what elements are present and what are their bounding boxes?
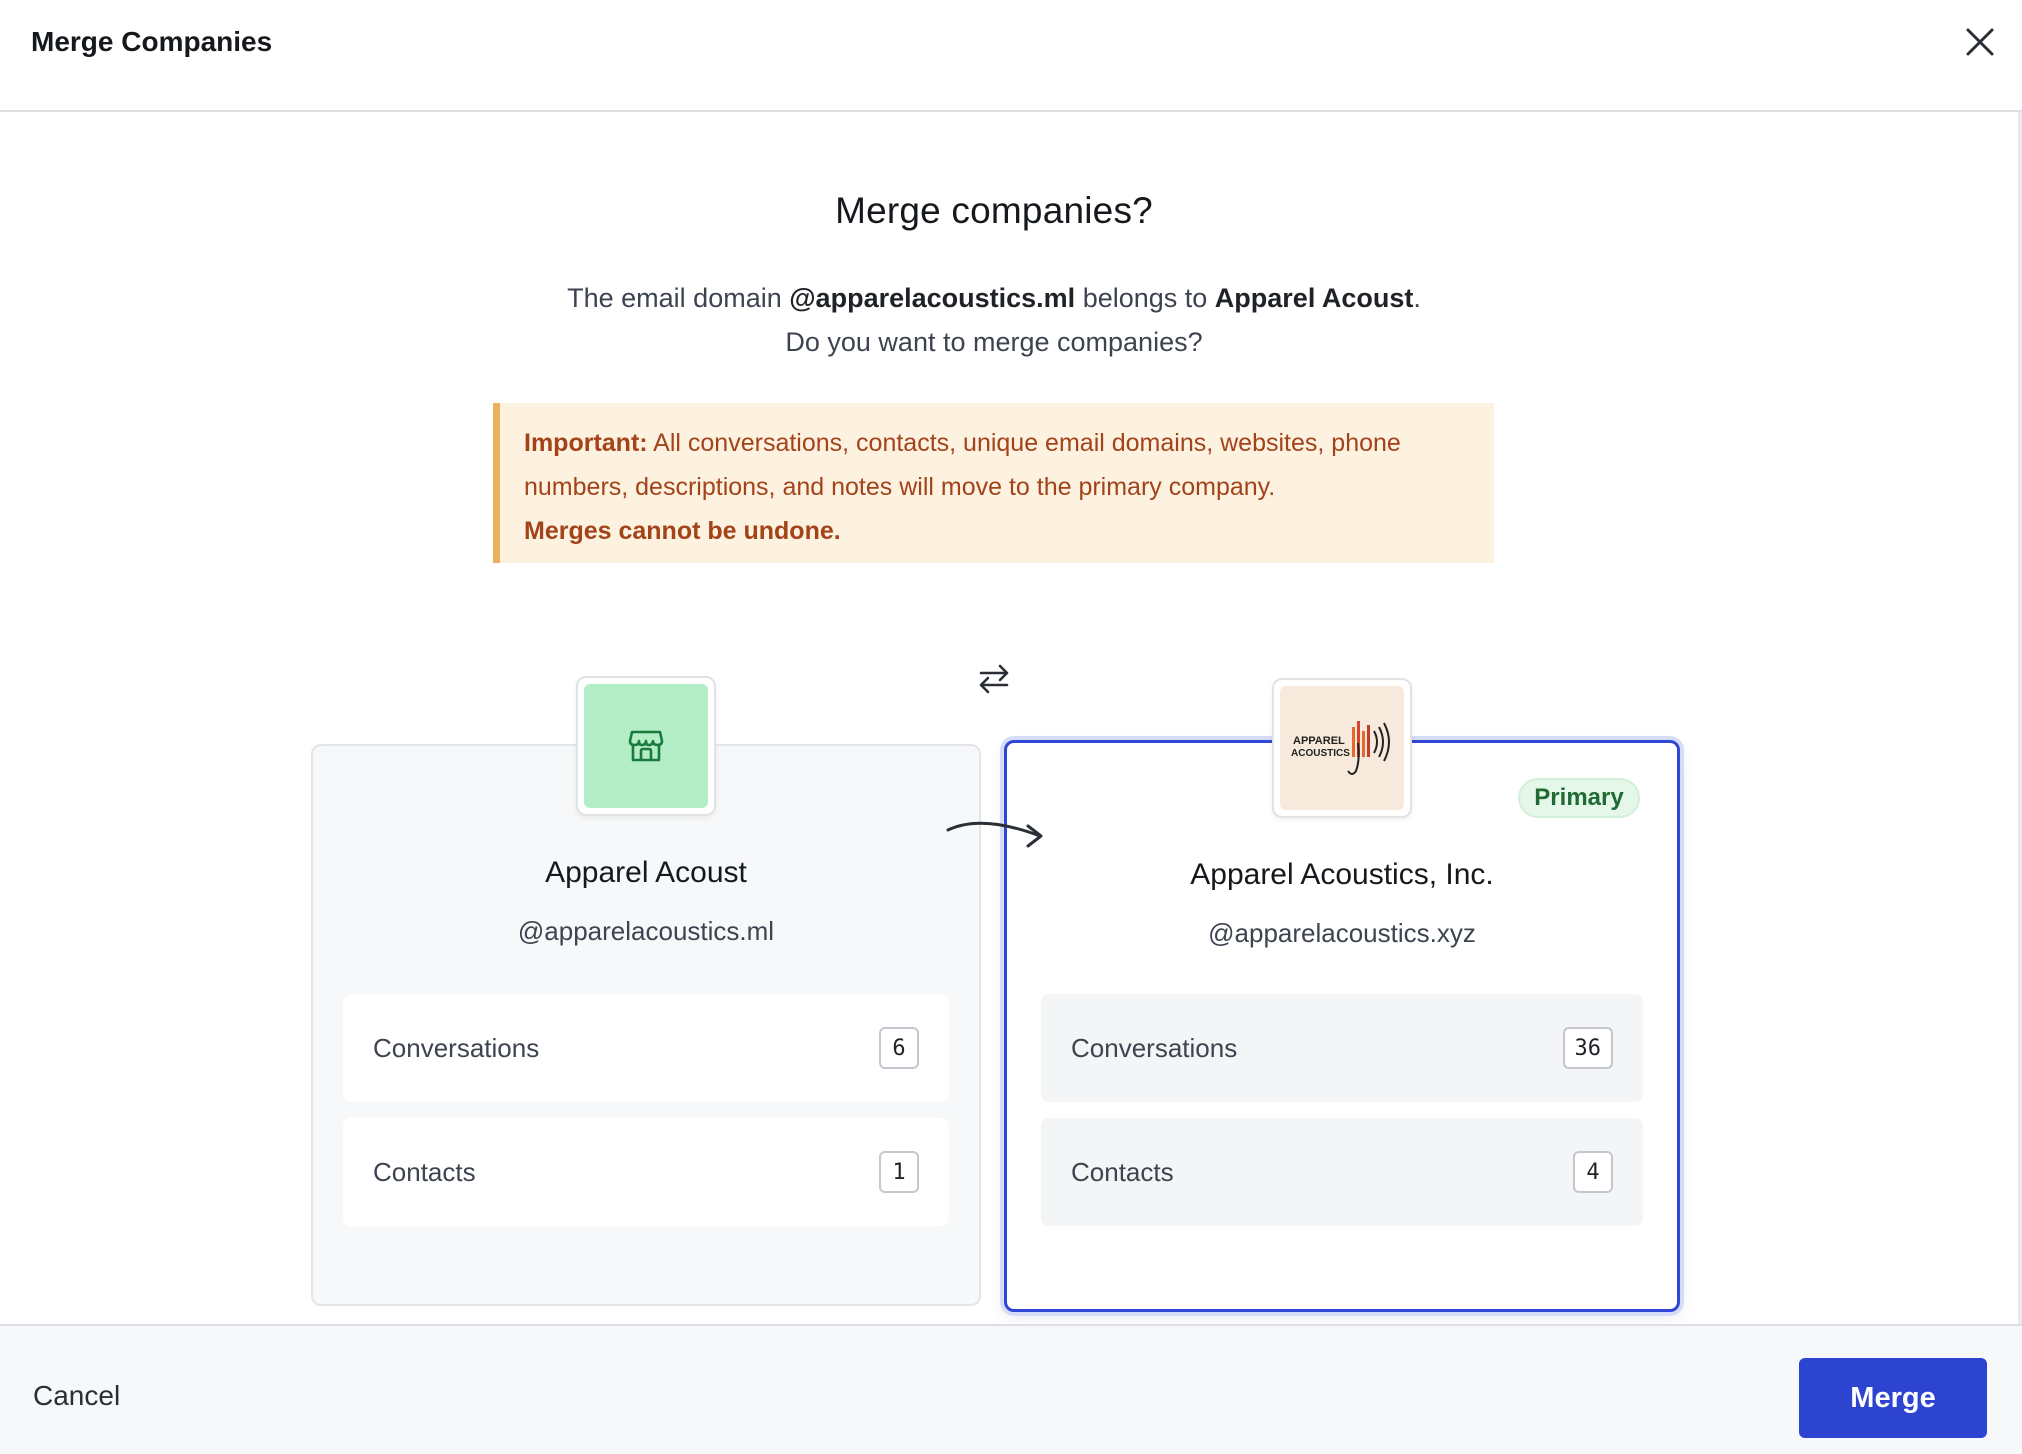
company-name: Apparel Acoust [545, 856, 747, 889]
description-middle: belongs to [1075, 283, 1215, 313]
close-button[interactable] [1960, 22, 2000, 62]
merge-direction-arrow-icon [946, 821, 1043, 848]
description-suffix: . [1413, 283, 1421, 313]
primary-badge: Primary [1518, 778, 1640, 818]
company-logo: APPAREL ACOUSTICS [1272, 678, 1412, 818]
logo-text-2: ACOUSTICS [1291, 748, 1350, 759]
warning-text: All conversations, contacts, unique emai… [524, 429, 1401, 501]
logo-text-1: APPAREL [1293, 735, 1345, 747]
conversations-stat: Conversations 36 [1041, 994, 1643, 1102]
stat-label: Conversations [373, 1032, 540, 1063]
swap-arrows-icon [979, 664, 1009, 694]
description-company: Apparel Acoust [1214, 283, 1414, 313]
cancel-button[interactable]: Cancel [33, 1380, 121, 1411]
stat-label: Conversations [1071, 1032, 1238, 1063]
stat-count: 6 [879, 1027, 919, 1069]
apparel-acoustics-logo-icon: APPAREL ACOUSTICS [1291, 721, 1390, 775]
merge-description: The email domain @apparelacoustics.ml be… [0, 276, 1988, 364]
important-warning: Important: All conversations, contacts, … [493, 403, 1494, 563]
swap-companies-button[interactable] [975, 660, 1013, 698]
stat-count: 4 [1573, 1151, 1613, 1193]
modal-title: Merge Companies [31, 26, 273, 57]
stat-label: Contacts [373, 1156, 476, 1187]
warning-emphasis: Merges cannot be undone. [524, 517, 841, 545]
dialog-heading: Merge companies? [835, 190, 1153, 231]
conversations-stat: Conversations 6 [343, 994, 949, 1102]
merge-button[interactable]: Merge [1799, 1358, 1987, 1438]
description-prefix: The email domain [567, 283, 790, 313]
modal-header: Merge Companies [0, 0, 2022, 112]
store-icon [628, 730, 664, 762]
contacts-stat: Contacts 1 [343, 1118, 949, 1226]
stat-label: Contacts [1071, 1156, 1174, 1187]
close-icon [1966, 28, 1994, 56]
company-domain: @apparelacoustics.ml [517, 916, 775, 946]
modal-footer: Cancel Merge [0, 1324, 2022, 1454]
company-domain: @apparelacoustics.xyz [1208, 918, 1476, 948]
stat-count: 36 [1562, 1027, 1613, 1069]
description-question: Do you want to merge companies? [785, 327, 1203, 357]
company-name: Apparel Acoustics, Inc. [1190, 858, 1494, 891]
scrollbar-track[interactable] [2018, 112, 2022, 1324]
description-domain: @apparelacoustics.ml [789, 283, 1076, 313]
stat-count: 1 [879, 1151, 919, 1193]
warning-label: Important: [524, 429, 648, 457]
contacts-stat: Contacts 4 [1041, 1118, 1643, 1226]
company-logo [576, 676, 716, 816]
